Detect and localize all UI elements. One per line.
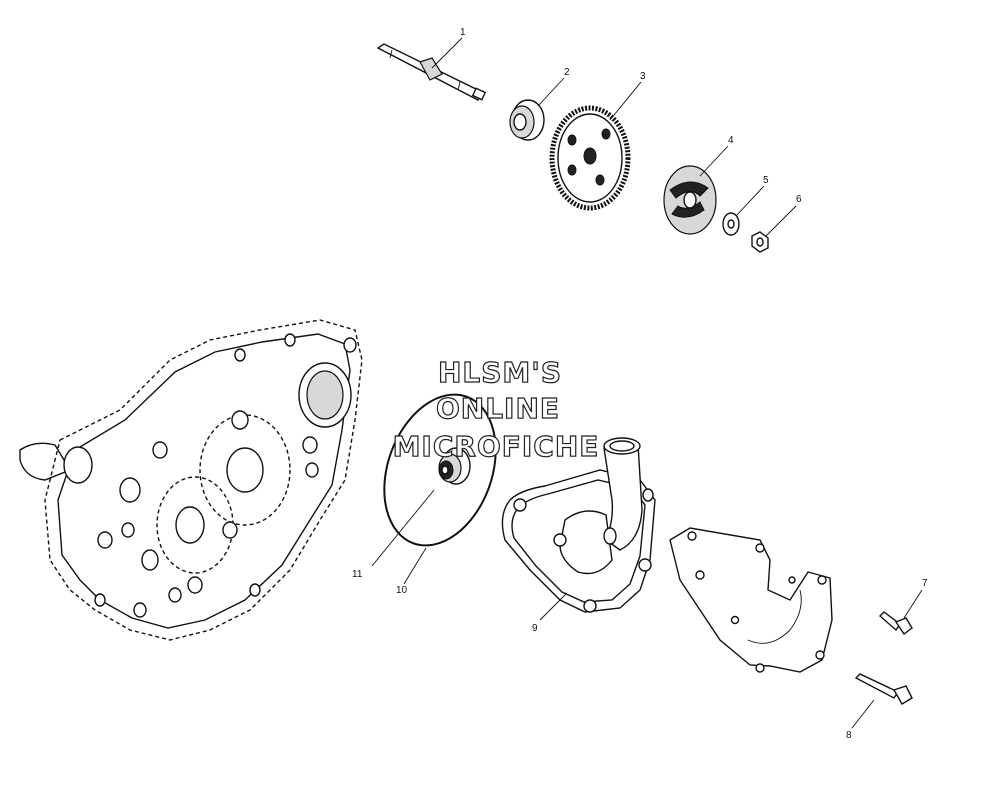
callout-9: 9 [532, 623, 538, 634]
part-impeller [663, 165, 717, 235]
watermark: HLSM'S ONLINE MICROFICHE [392, 355, 600, 463]
part-bearing [509, 99, 545, 141]
callout-labels: 1 2 3 4 5 6 7 8 9 10 11 [352, 27, 928, 741]
part-shaft [376, 43, 487, 101]
callout-7: 7 [922, 578, 928, 589]
part-engine-case [19, 319, 363, 641]
watermark-line-2: ONLINE [436, 392, 560, 425]
callout-2: 2 [564, 67, 570, 78]
callout-1: 1 [460, 27, 466, 38]
callout-11: 11 [352, 569, 363, 580]
callout-3: 3 [640, 71, 646, 82]
callout-8: 8 [846, 730, 852, 741]
part-o-ring [383, 393, 497, 547]
watermark-line-1: HLSM'S [438, 356, 562, 389]
callout-10: 10 [396, 585, 408, 596]
part-gasket [669, 527, 833, 673]
callout-6: 6 [796, 194, 802, 205]
part-gear [549, 105, 631, 211]
leader-lines [371, 37, 923, 729]
part-washer [722, 212, 740, 236]
callout-4: 4 [728, 135, 734, 146]
part-long-bolt [854, 673, 913, 705]
callout-5: 5 [763, 175, 769, 186]
part-nut [751, 231, 769, 253]
part-seal [438, 447, 471, 485]
part-pump-cover [501, 437, 656, 613]
watermark-line-3: MICROFICHE [393, 430, 600, 463]
part-short-bolt [878, 611, 913, 636]
